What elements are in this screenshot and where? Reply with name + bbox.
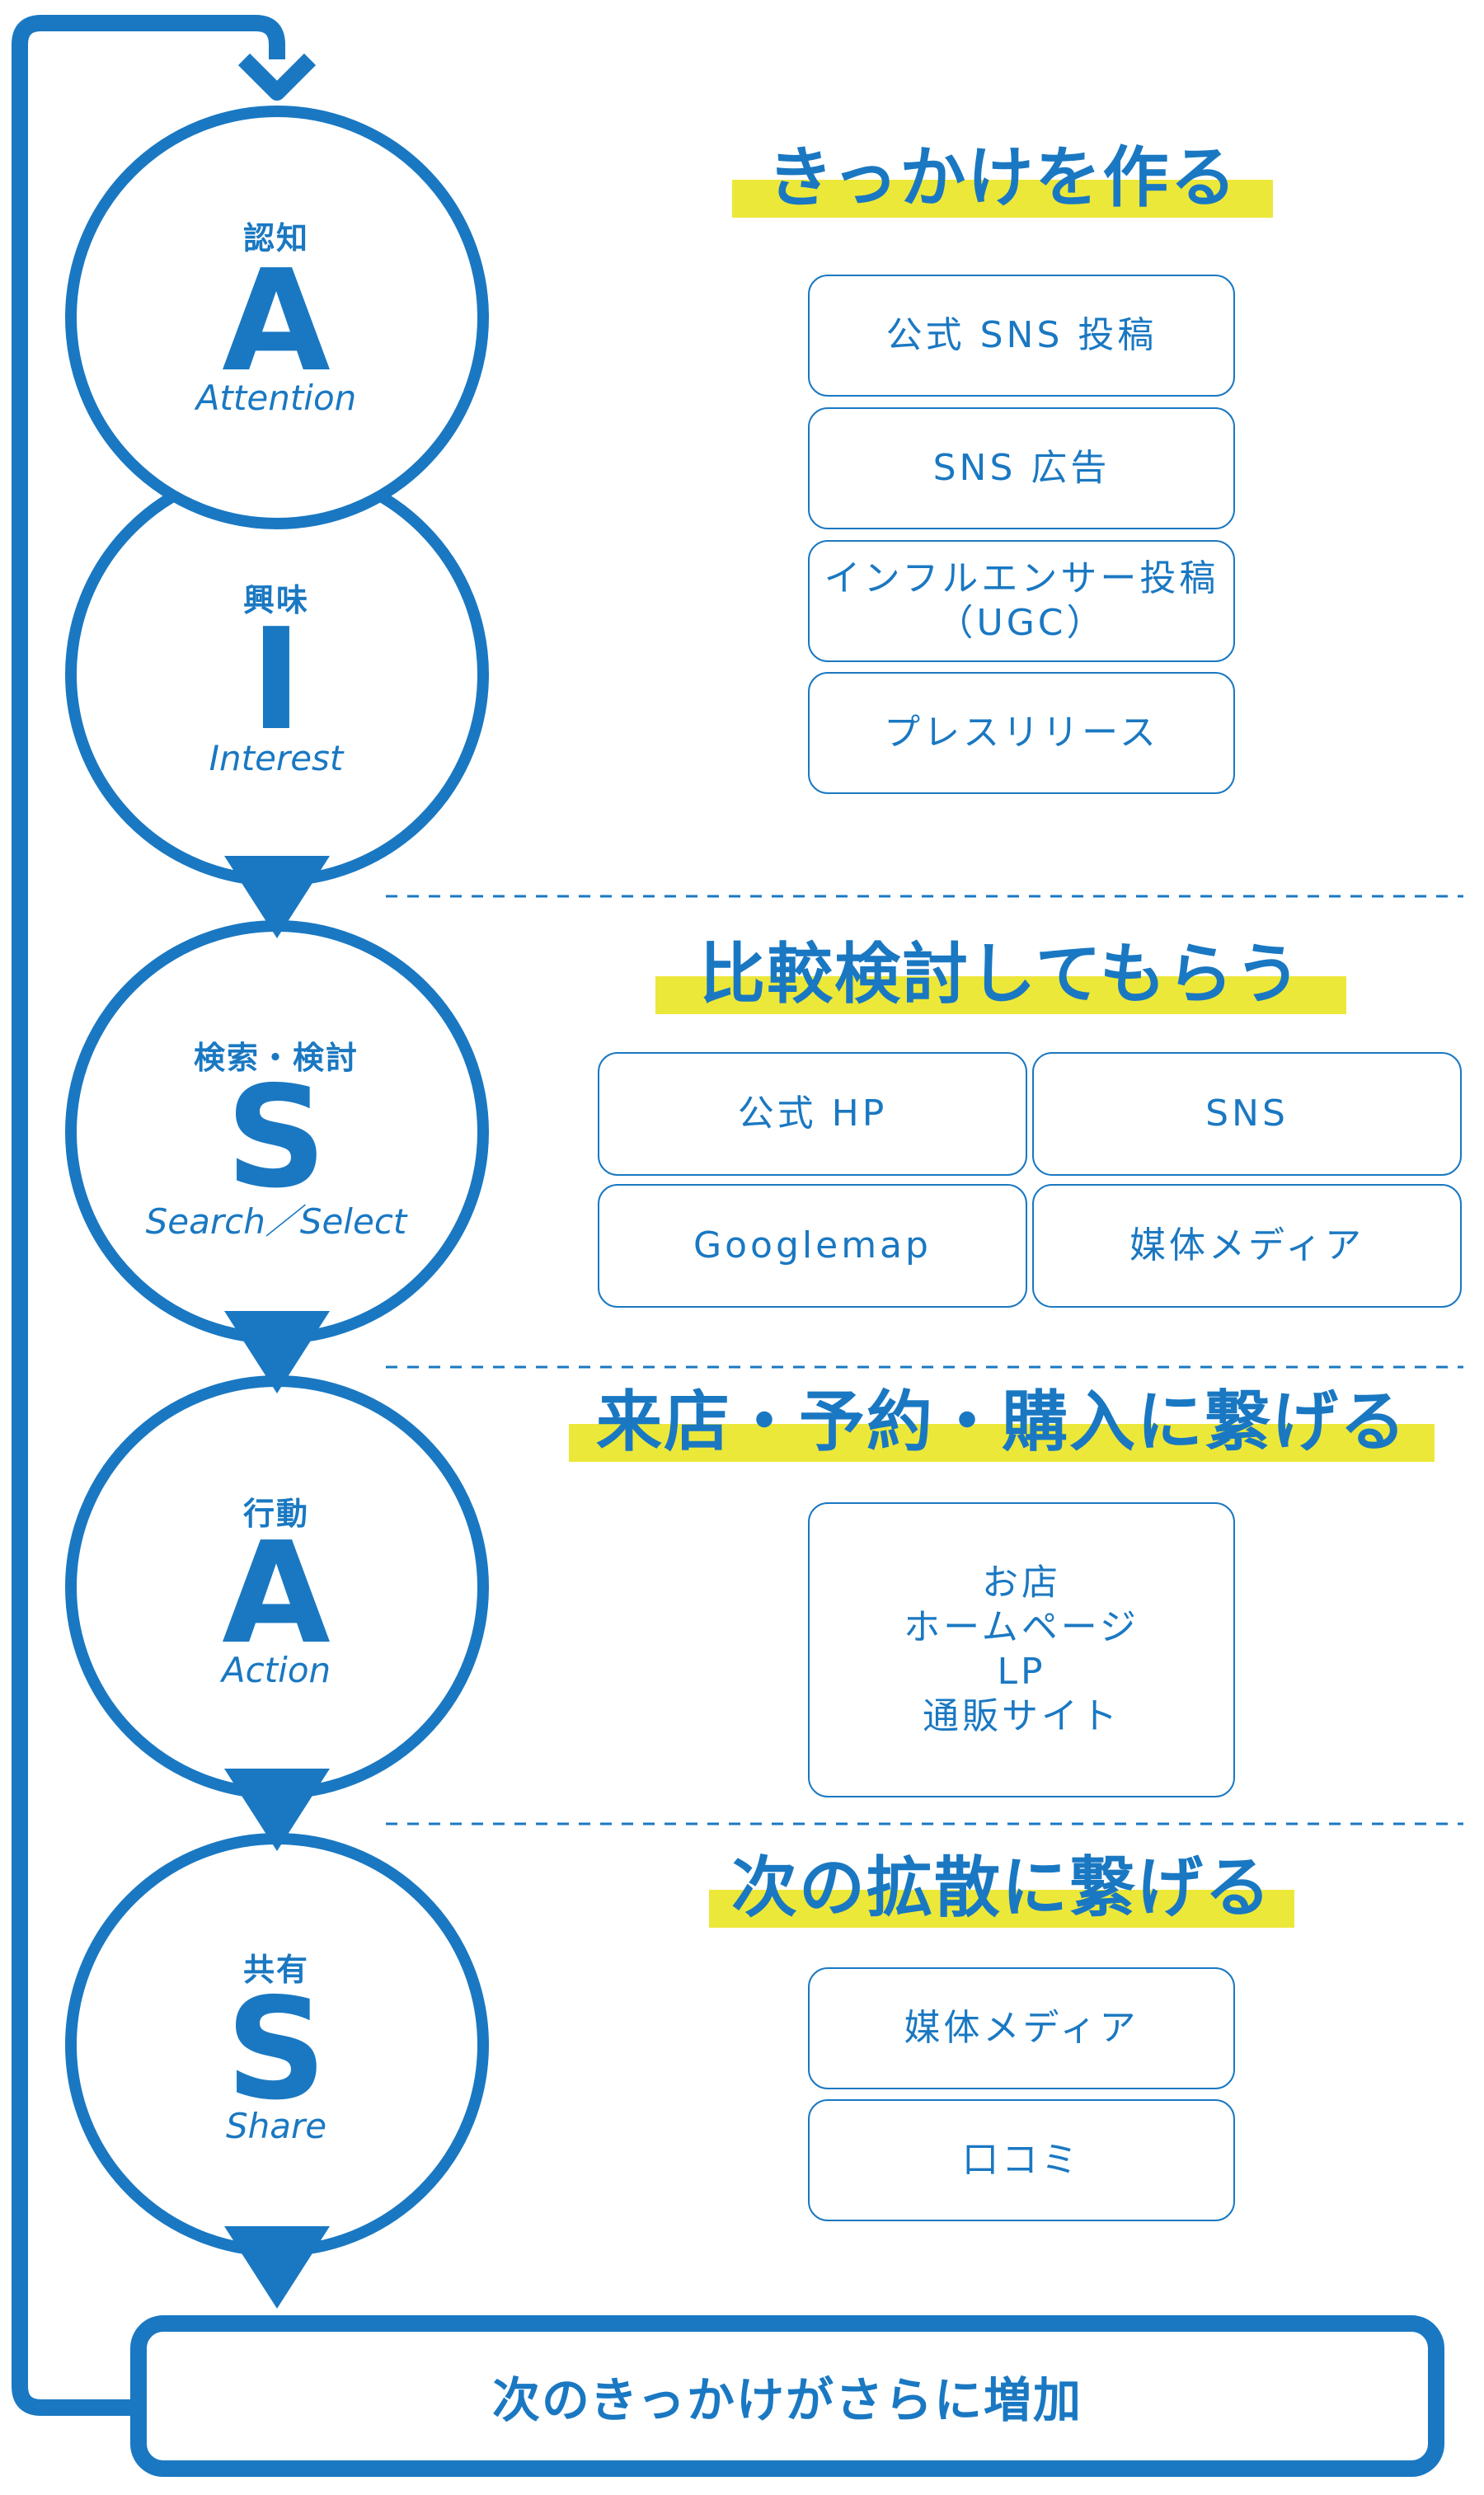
loop-arrowhead-icon (237, 53, 317, 101)
channel-box: 公式 HP (598, 1052, 1027, 1176)
heading-highlight (655, 976, 1346, 1014)
stage-en-label: Interest (209, 738, 344, 778)
section-heading-search: 比較検討してもらう (655, 933, 1346, 1016)
channel-box: SNS (1032, 1052, 1462, 1176)
channel-box: SNS 広告 (808, 407, 1235, 529)
heading-highlight (569, 1424, 1435, 1462)
section-heading-attention: きっかけを作る (732, 137, 1273, 219)
channel-box: プレスリリース (808, 672, 1235, 794)
channel-box: お店 ホームページ LP 通販サイト (808, 1502, 1235, 1797)
arrow-down-icon (224, 1769, 330, 1851)
stage-letter: A (222, 240, 331, 403)
stage-ja-label: 興味 (242, 582, 309, 618)
stage-letter: S (225, 1968, 327, 2131)
stage-en-label: Attention (195, 378, 357, 418)
stage-ja-label: 検索・検討 (193, 1040, 359, 1076)
stage-en-label: Search／Select (145, 1201, 407, 1242)
arrow-down-icon (224, 2226, 330, 2309)
channel-label: 口コミ (962, 2139, 1081, 2181)
channel-label: SNS 広告 (932, 447, 1111, 489)
final-result-label: 次のきっかけがさらに増加 (492, 2372, 1082, 2428)
heading-text: 比較検討してもらう (699, 936, 1303, 1013)
channel-label: 公式 SNS 投稿 (885, 314, 1158, 356)
channel-label: Googlemap (693, 1224, 932, 1266)
section-heading-action: 来店・予約・購入に繋げる (569, 1381, 1435, 1464)
channel-box: 口コミ (808, 2099, 1235, 2221)
final-result-box: 次のきっかけがさらに増加 (130, 2315, 1444, 2477)
stage-letter: S (225, 1056, 327, 1219)
channel-box: 公式 SNS 投稿 (808, 275, 1235, 397)
heading-text: 次の拡散に繋げる (731, 1849, 1272, 1926)
heading-text: きっかけを作る (767, 139, 1238, 216)
heading-highlight (732, 180, 1273, 218)
channel-box: インフルエンサー投稿 （UGC） (808, 540, 1235, 662)
channel-label: 公式 HP (737, 1092, 888, 1135)
channel-label: お店 ホームページ LP 通販サイト (904, 1562, 1139, 1737)
stage-letter: A (222, 1512, 331, 1675)
heading-highlight (709, 1890, 1294, 1928)
stage-ja-label: 共有 (242, 1952, 309, 1988)
loop-line (12, 15, 285, 2416)
stage-circle-attention (65, 106, 489, 529)
stage-letter: I (250, 599, 303, 762)
channel-label: 媒体メディア (1129, 1224, 1364, 1266)
channel-label: インフルエンサー投稿 （UGC） (824, 557, 1219, 644)
stage-ja-label: 行動 (242, 1496, 309, 1532)
heading-text: 来店・予約・購入に繋げる (596, 1384, 1407, 1460)
stage-en-label: Share (225, 2106, 327, 2146)
channel-label: プレスリリース (884, 712, 1159, 754)
channel-label: 媒体メディア (904, 2007, 1139, 2049)
channel-box: 媒体メディア (1032, 1184, 1462, 1308)
channel-label: SNS (1205, 1092, 1289, 1135)
channel-box: 媒体メディア (808, 1967, 1235, 2089)
channel-box: Googlemap (598, 1184, 1027, 1308)
stage-en-label: Action (221, 1650, 331, 1690)
stage-ja-label: 認知 (242, 220, 309, 256)
arrow-down-icon (224, 856, 330, 938)
arrow-down-icon (224, 1311, 330, 1393)
section-heading-share: 次の拡散に繋げる (709, 1847, 1294, 1929)
